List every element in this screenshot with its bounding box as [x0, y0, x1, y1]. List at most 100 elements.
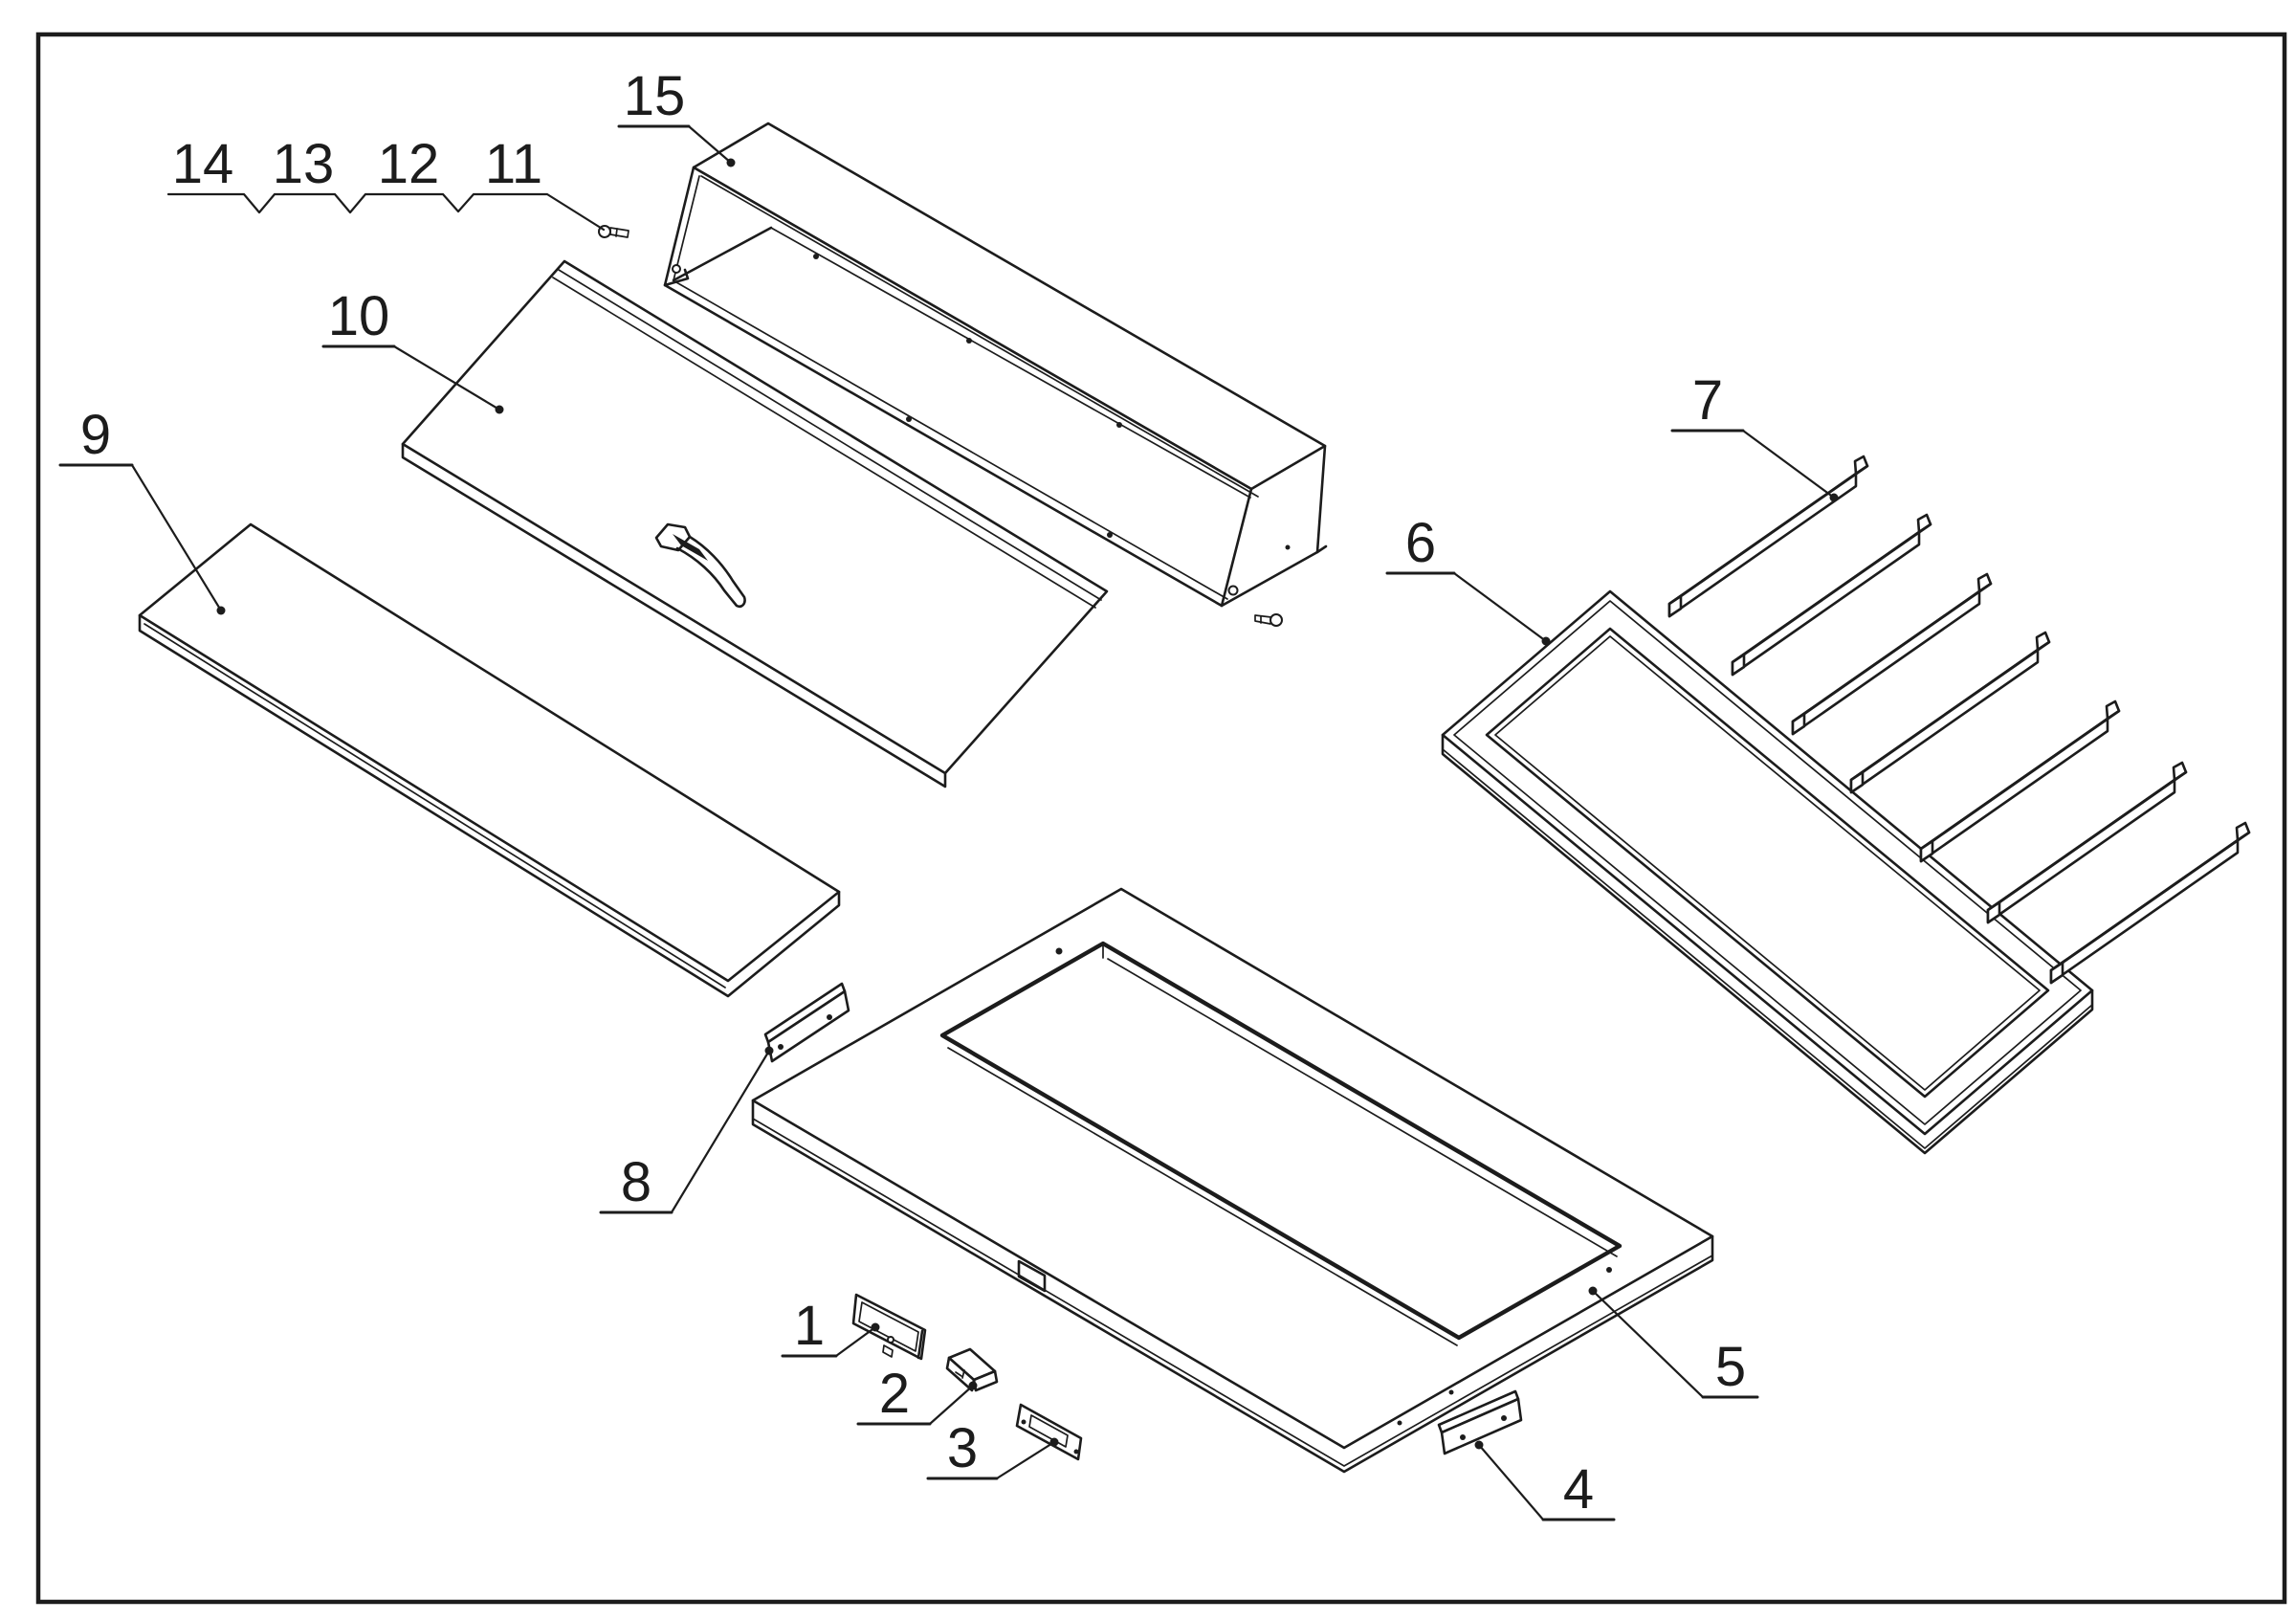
callout-dot: [495, 405, 504, 414]
rail-top: [1919, 709, 2121, 851]
callout-group-11-12-13-14: 14 13 12 11: [166, 133, 606, 232]
hood-rivet-dot: [1116, 422, 1122, 428]
bracket-hole: [827, 1014, 832, 1020]
bezel-outer: [851, 1293, 927, 1361]
part-label-15: 15: [624, 65, 686, 127]
tray-side-hem: [752, 1118, 1713, 1467]
rail-1: [1667, 455, 1869, 618]
part-11-screw: [598, 225, 629, 238]
callout-3: 3: [926, 1417, 1059, 1480]
hood-right-panel-hole: [1227, 585, 1239, 596]
hood-rivet-dot: [1107, 532, 1113, 538]
part-label-2: 2: [879, 1363, 910, 1425]
tray-latch-slot: [1017, 1259, 1047, 1293]
callout-6: 6: [1385, 512, 1551, 646]
callout-leader: [1591, 1289, 1705, 1399]
hood-inner-hem: [770, 227, 1251, 499]
frame-opening-lip: [1494, 635, 2041, 1091]
box-marking: [961, 1369, 965, 1379]
bracket-hole: [1501, 1415, 1507, 1421]
part-label-14: 14: [172, 133, 234, 195]
callout-dot: [1829, 493, 1839, 502]
rail-tab: [2172, 761, 2188, 782]
rail-end-cap: [1919, 839, 1934, 863]
lid-hem-line-1: [558, 269, 1102, 601]
rail-end-cap: [1791, 712, 1806, 736]
callout-dot: [1588, 1286, 1598, 1296]
callout-dot: [871, 1322, 880, 1332]
tray-hole: [1606, 1267, 1612, 1273]
bracket-face: [1440, 1397, 1523, 1455]
tray-hole: [1397, 1420, 1402, 1426]
rail-end-cap: [1731, 653, 1746, 677]
callout-leader: [1477, 1443, 1545, 1521]
sheet-border: [35, 32, 2287, 1605]
part-label-12: 12: [378, 133, 440, 195]
plate-slot: [1028, 1414, 1069, 1448]
shelf-thickness-edge: [138, 613, 841, 998]
callout-15: 15: [617, 65, 736, 167]
callout-7: 7: [1670, 369, 1839, 502]
part-label-9: 9: [80, 404, 111, 466]
plate-hole: [1021, 1419, 1027, 1425]
callout-10: 10: [321, 285, 504, 414]
lid-thickness-edge: [401, 442, 947, 788]
rail-4: [1849, 631, 2051, 794]
shelf-face: [138, 522, 841, 983]
bezel-hole: [887, 1336, 894, 1343]
bracket-face: [766, 989, 850, 1063]
callout-leader: [392, 344, 501, 411]
tray-opening-lip-1: [1107, 958, 1618, 1257]
rail-5: [1919, 699, 2121, 863]
lid-latch-handle: [654, 522, 746, 609]
rail-tab: [2105, 699, 2121, 721]
hood-rivet-dot: [966, 338, 972, 344]
tray-opening-edge: [939, 941, 1623, 1341]
screw-thread: [615, 228, 618, 237]
part-8-bracket: [763, 982, 850, 1063]
part-1-bezel-plate: [851, 1293, 927, 1361]
tray-top-face: [751, 887, 1714, 1450]
part-label-8: 8: [621, 1151, 651, 1213]
plate-hole: [1073, 1449, 1079, 1454]
hood-rivet-dot: [813, 254, 819, 259]
callout-9: 9: [58, 404, 226, 615]
rail-tab: [1853, 455, 1869, 476]
part-label-5: 5: [1715, 1336, 1746, 1398]
hood-bottom-hem: [675, 281, 1228, 600]
callout-leader: [834, 1325, 877, 1358]
part-label-1: 1: [794, 1295, 825, 1357]
part-label-4: 4: [1563, 1458, 1594, 1521]
shelf-bottom-hem: [144, 623, 726, 988]
hood-rivet-dot: [906, 416, 912, 422]
tray-opening-lip-2: [947, 1047, 1458, 1346]
callout-leader: [995, 1440, 1056, 1480]
part-6-frame: [1441, 589, 2094, 1155]
callout-leader: [1452, 571, 1548, 643]
frame-opening-edge: [1485, 627, 2050, 1099]
rail-end-cap: [1667, 594, 1683, 618]
screw-shank: [1254, 614, 1272, 625]
part-3-slotted-plate: [1015, 1403, 1083, 1461]
callout-2: 2: [856, 1363, 978, 1426]
callout-leader: [928, 1384, 975, 1426]
tray-hole: [1055, 947, 1063, 955]
callout-4: 4: [1474, 1440, 1616, 1521]
part-label-3: 3: [947, 1417, 978, 1479]
part-4-bracket: [1437, 1389, 1523, 1455]
callout-leader: [670, 1049, 771, 1214]
callout-dot: [968, 1381, 978, 1390]
rail-end-cap: [1986, 900, 2001, 924]
callout-dot: [764, 1046, 774, 1055]
hood-right-panel-foot: [1315, 544, 1328, 554]
rail-top: [1667, 464, 1869, 606]
callout-leader: [1741, 429, 1836, 500]
frame-bottom-hem: [1442, 748, 2093, 1149]
hood-left-panel-foot: [663, 268, 690, 287]
bezel-inner: [858, 1301, 919, 1352]
rail-tab: [2035, 631, 2051, 652]
plate-outer: [1015, 1403, 1083, 1461]
box-marking: [955, 1371, 962, 1377]
tray-side-walls: [751, 1099, 1714, 1474]
callout-dot: [1541, 636, 1551, 646]
